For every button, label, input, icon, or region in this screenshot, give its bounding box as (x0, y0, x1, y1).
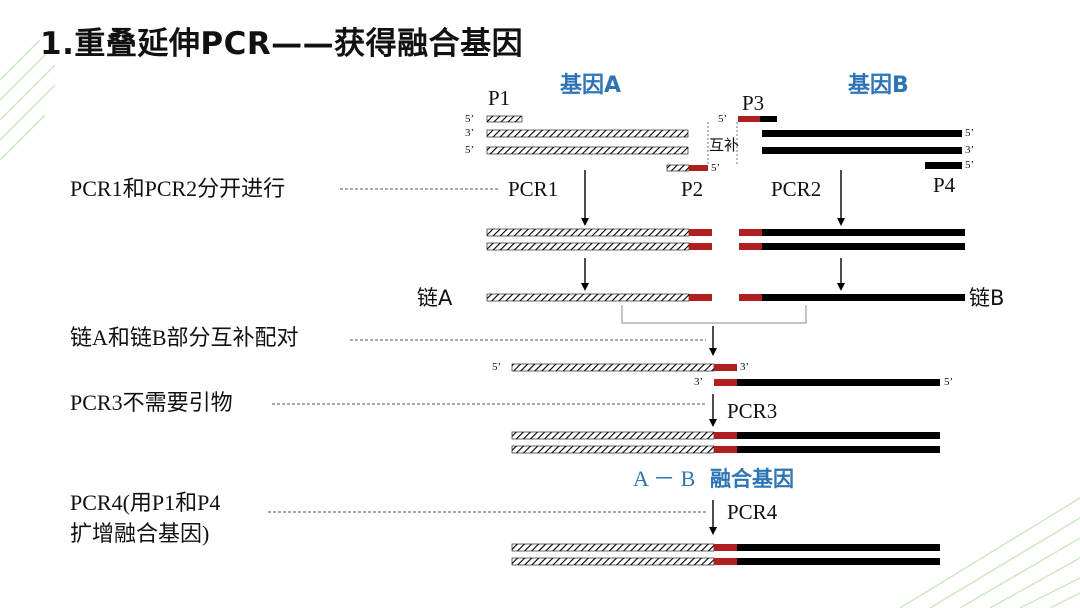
fusion-label-ab: A － B (633, 466, 695, 491)
pcr1-product-top-overlap (689, 229, 712, 236)
primer-p2-hatched (666, 164, 690, 172)
pairing-bracket (621, 305, 807, 324)
gene-a-strand-top (486, 129, 689, 138)
primer-p3-label: P3 (742, 91, 764, 115)
pcr3-product-top-overlap (714, 432, 737, 439)
pcr4-product-top-overlap (714, 544, 737, 551)
prime-label-5-p1: 5’ (465, 113, 474, 125)
pcr3-label: PCR3 (727, 399, 777, 423)
pcr3-product-top-solid (737, 432, 940, 439)
pcr4-product-bottom-hatched (511, 557, 715, 566)
annealed-top-hatched (511, 363, 715, 372)
chain-a-overlap (689, 294, 712, 301)
prime-label-5-annealed-top: 5’ (492, 361, 501, 373)
pcr3-product-top-hatched (511, 431, 715, 440)
prime-label-5-p3: 5’ (718, 113, 727, 125)
primer-p1 (486, 115, 523, 123)
gene-b-strand-bottom (762, 147, 962, 154)
pcr2-product-top-overlap (739, 229, 762, 236)
prime-label-5-gene-a-bottom: 5’ (465, 144, 474, 156)
pcr2-product-top-solid (762, 229, 965, 236)
fusion-label-text: 融合基因 (710, 467, 794, 491)
pcr3-product-bottom-hatched (511, 445, 715, 454)
prime-label-5-annealed-bottom: 5’ (944, 376, 953, 388)
prime-label-5-p2: 5’ (711, 162, 720, 174)
gene-b-strand-top (762, 130, 962, 137)
primer-p1-label: P1 (488, 86, 510, 110)
note-step3: PCR3不需要引物 (70, 390, 233, 415)
complement-label: 互补 (709, 136, 739, 154)
pcr4-product-top-solid (737, 544, 940, 551)
note-step1: PCR1和PCR2分开进行 (70, 176, 286, 201)
pcr2-product-bottom-overlap (739, 243, 762, 250)
primer-p2-overlap (689, 165, 708, 171)
chain-b-overlap (739, 294, 762, 301)
note-step4-line2: 扩增融合基因) (70, 521, 210, 546)
prime-label-5-gene-b-top: 5’ (965, 127, 974, 139)
annealed-top-overlap (714, 364, 737, 371)
chain-b-solid (762, 294, 965, 301)
pcr2-product-bottom-solid (762, 243, 965, 250)
note-step4-line1: PCR4(用P1和P4 (70, 490, 221, 515)
pcr1-label: PCR1 (508, 177, 558, 201)
gene-a-label: 基因A (560, 73, 621, 98)
pcr4-product-bottom-overlap (714, 558, 737, 565)
note-step2: 链A和链B部分互补配对 (70, 325, 299, 350)
pcr4-product-bottom-solid (737, 558, 940, 565)
pcr1-product-bottom-overlap (689, 243, 712, 250)
pcr1-product-bottom-hatched (486, 242, 690, 251)
pcr2-label: PCR2 (771, 177, 821, 201)
primer-p4 (925, 162, 962, 169)
chain-a-hatched (486, 293, 690, 302)
corner-stripes-right-decoration (899, 497, 1080, 608)
pcr4-label: PCR4 (727, 500, 778, 524)
gene-a-strand-bottom (486, 146, 689, 155)
gene-b-label: 基因B (848, 73, 909, 98)
annealed-bottom-overlap (714, 379, 737, 386)
page-title: 1.重叠延伸PCR——获得融合基因 (40, 26, 524, 62)
chain-a-label: 链A (417, 286, 453, 310)
prime-label-3-annealed-top: 3’ (740, 361, 749, 373)
primer-p2-label: P2 (681, 177, 703, 201)
primer-p4-label: P4 (933, 173, 956, 197)
pcr3-product-bottom-overlap (714, 446, 737, 453)
pcr3-product-bottom-solid (737, 446, 940, 453)
pcr1-product-top-hatched (486, 228, 690, 237)
primer-p3-overlap (738, 116, 760, 122)
prime-label-3-gene-b-bottom: 3’ (965, 144, 974, 156)
primer-p3-solid (760, 116, 777, 122)
corner-stripes-left-decoration (0, 40, 56, 161)
prime-label-3-annealed-bottom: 3’ (694, 376, 703, 388)
pcr4-product-top-hatched (511, 543, 715, 552)
chain-b-label: 链B (969, 286, 1004, 310)
annealed-bottom-solid (737, 379, 940, 386)
prime-label-5-p4: 5’ (965, 159, 974, 171)
prime-label-3-gene-a-top: 3’ (465, 127, 474, 139)
